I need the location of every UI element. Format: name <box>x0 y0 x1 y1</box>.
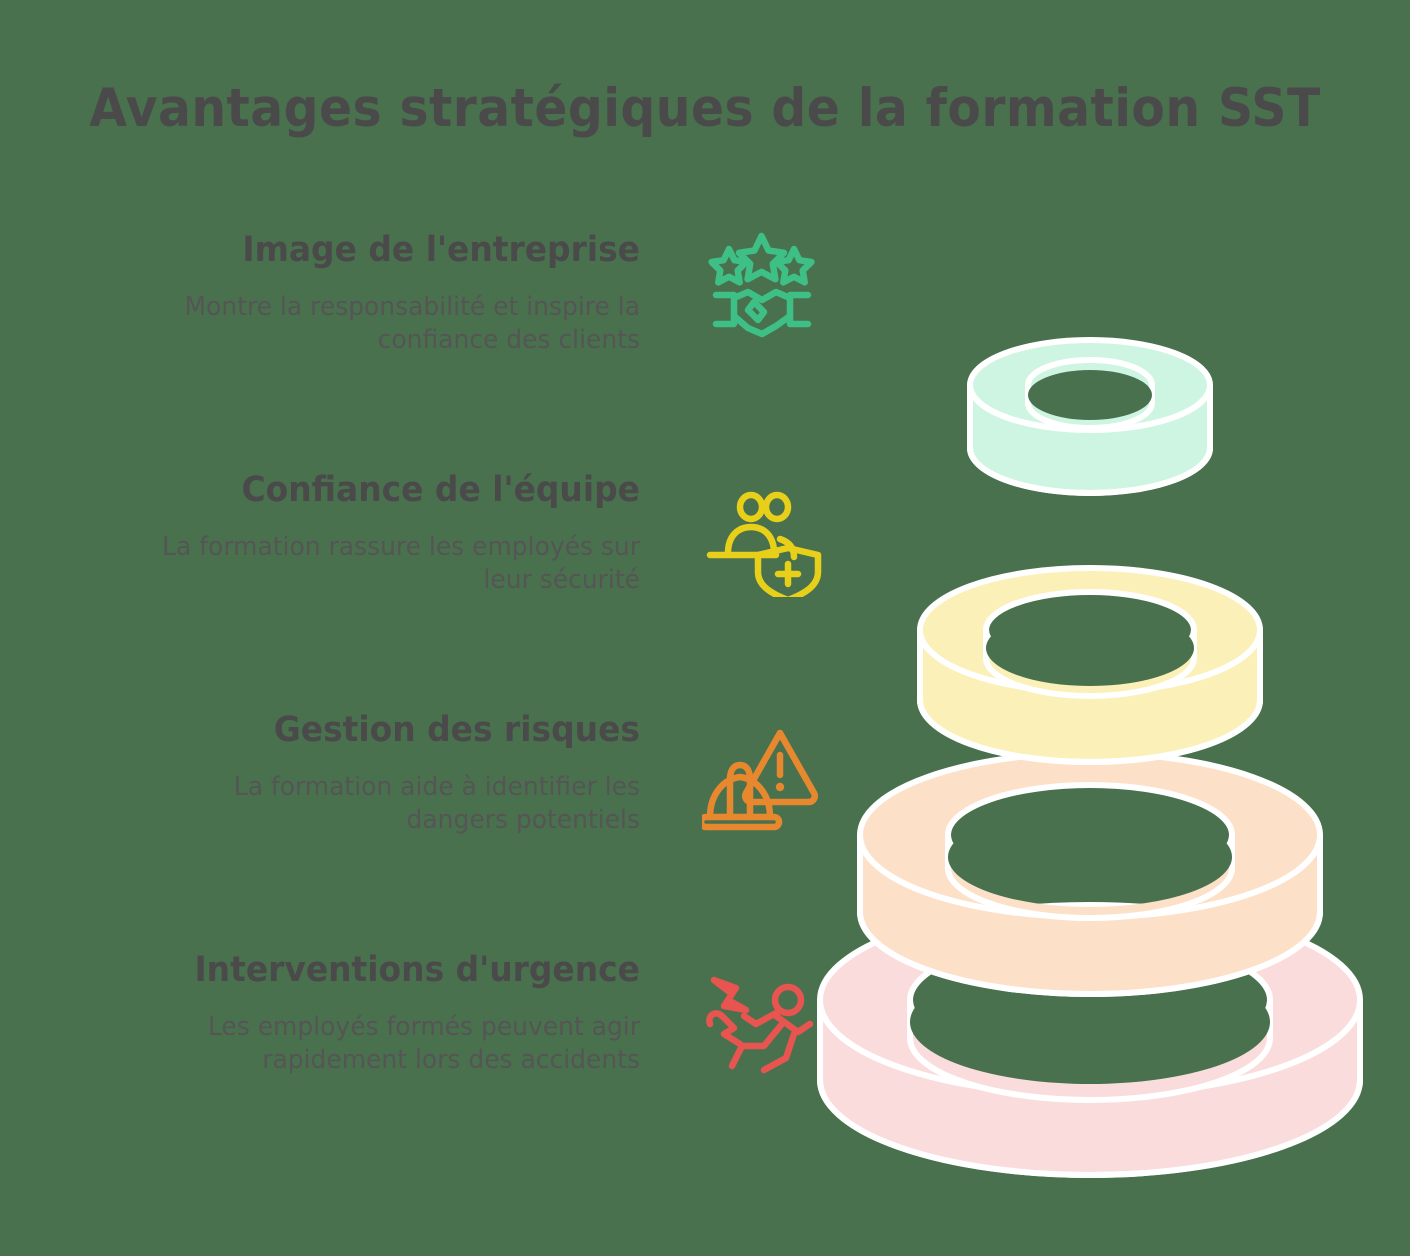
list-item-text-block: Image de l'entreprise Montre la responsa… <box>40 232 640 357</box>
list-item-text-block: Confiance de l'équipe La formation rassu… <box>40 472 640 597</box>
list-item-heading: Gestion des risques <box>273 710 640 750</box>
electric-shock-person-icon <box>702 962 822 1082</box>
list-item-heading: Confiance de l'équipe <box>241 470 640 510</box>
people-shield-plus-icon <box>702 477 822 597</box>
list-item[interactable]: Confiance de l'équipe La formation rassu… <box>40 472 822 662</box>
ring-pyramid-graphic <box>780 200 1400 1200</box>
list-item-heading: Image de l'entreprise <box>242 230 640 270</box>
list-item-description: Les employés formés peuvent agir rapidem… <box>64 1011 640 1078</box>
list-item-description-line1: La formation aide à identifier les <box>233 771 640 802</box>
list-item-description-line1: Montre la responsabilité et inspire la <box>184 291 640 322</box>
stars-handshake-icon <box>702 224 822 344</box>
list-item-description-line2: rapidement lors des accidents <box>262 1045 640 1076</box>
list-item-description: La formation aide à identifier les dange… <box>64 771 640 838</box>
ring-level-2-yellow <box>917 565 1263 765</box>
list-item-description: Montre la responsabilité et inspire la c… <box>64 291 640 358</box>
list-item-text-block: Gestion des risques La formation aide à … <box>40 712 640 837</box>
list-item-description-line2: dangers potentiels <box>406 805 640 836</box>
page-title: Avantages stratégiques de la formation S… <box>89 78 1321 139</box>
list-item[interactable]: Image de l'entreprise Montre la responsa… <box>40 232 815 422</box>
list-item-heading: Interventions d'urgence <box>194 950 640 990</box>
list-item[interactable]: Gestion des risques La formation aide à … <box>40 712 819 902</box>
ring-level-1-hole <box>1056 393 1124 407</box>
list-item-description: La formation rassure les employés sur le… <box>64 531 640 598</box>
ring-level-1-mint <box>967 337 1213 496</box>
list-item-text-block: Interventions d'urgence Les employés for… <box>40 952 640 1077</box>
ring-level-3-peach <box>857 750 1323 997</box>
list-item-description-line2: leur sécurité <box>483 565 640 596</box>
hardhat-warning-icon <box>702 717 822 837</box>
list-item[interactable]: Interventions d'urgence Les employés for… <box>40 952 814 1142</box>
list-item-description-line2: confiance des clients <box>377 325 640 356</box>
list-item-description-line1: Les employés formés peuvent agir <box>207 1011 640 1042</box>
list-item-description-line1: La formation rassure les employés sur <box>162 531 640 562</box>
